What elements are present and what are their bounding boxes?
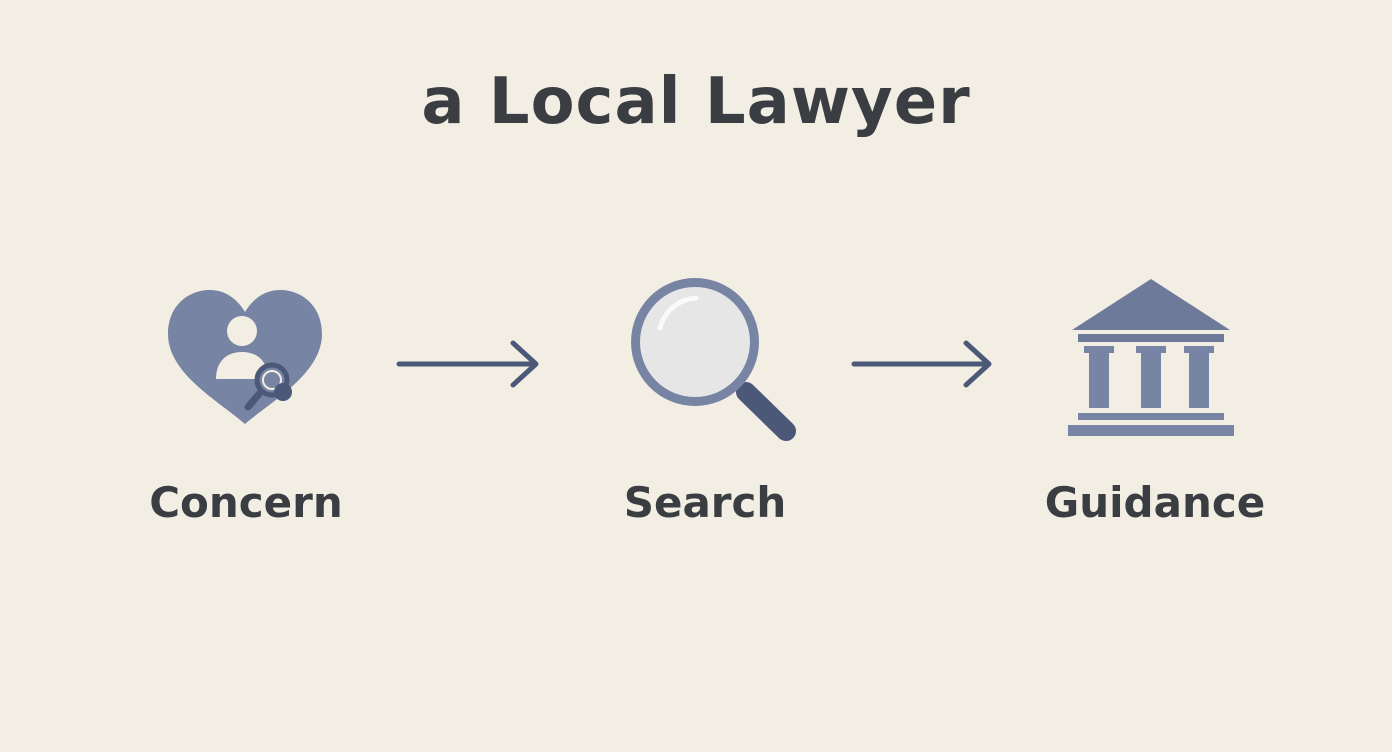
base-step-lower — [1068, 425, 1234, 436]
capital-middle — [1136, 346, 1166, 353]
step-label-guidance: Guidance — [1044, 478, 1266, 527]
capital-left — [1084, 346, 1114, 353]
column-left — [1089, 353, 1109, 408]
lens-glare — [657, 295, 699, 331]
step-label-search: Search — [623, 478, 787, 527]
base-step-upper — [1078, 413, 1224, 420]
step-label-concern: Concern — [149, 478, 343, 527]
roof-pediment — [1072, 279, 1230, 330]
diagram-title: a Local Lawyer — [421, 65, 971, 139]
magnifying-glass-icon — [631, 278, 796, 441]
person-body — [216, 352, 268, 379]
column-middle — [1141, 353, 1161, 408]
column-right — [1189, 353, 1209, 408]
entablature — [1078, 334, 1224, 342]
courthouse-icon — [1068, 279, 1234, 436]
capital-right — [1184, 346, 1214, 353]
magnifier-lens — [640, 287, 750, 397]
loupe-handle — [244, 390, 263, 411]
person-head — [227, 316, 257, 346]
arrow-right-icon — [396, 340, 539, 388]
loupe-knob — [274, 383, 292, 401]
magnifier-handle — [736, 382, 796, 441]
heart-person-search-icon — [168, 290, 322, 424]
loupe-lens — [262, 370, 282, 390]
arrow-right-icon — [851, 340, 992, 388]
